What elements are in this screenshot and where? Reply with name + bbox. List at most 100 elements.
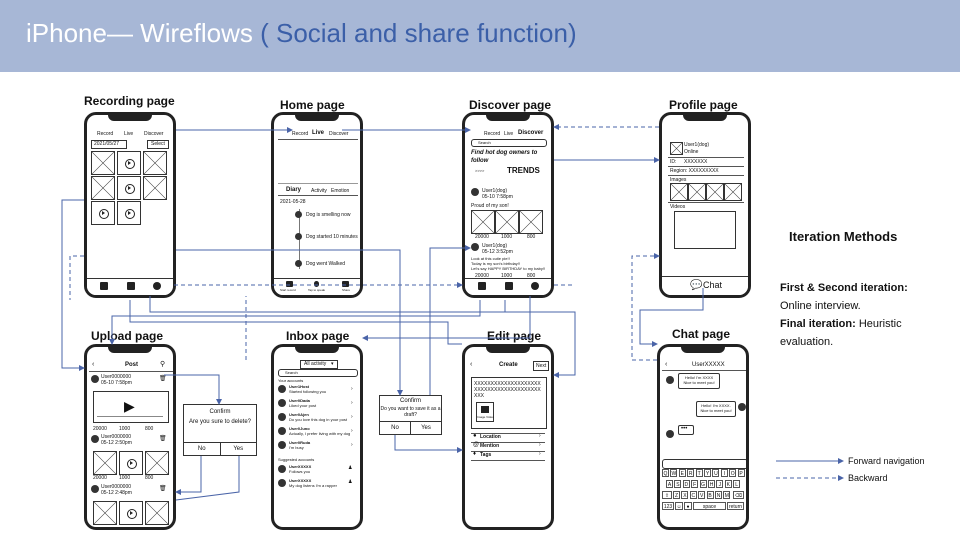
comment-count[interactable]: 1000 — [501, 273, 513, 279]
chevron-right-icon[interactable]: › — [351, 400, 353, 406]
suggested-name[interactable]: UserXXXXX — [289, 478, 312, 483]
upload-icon[interactable] — [478, 282, 486, 290]
profile-image[interactable] — [724, 183, 742, 201]
emoji-key[interactable]: ☺ — [675, 502, 683, 510]
trash-icon[interactable]: 🗑 — [159, 436, 167, 442]
back-icon[interactable]: ‹ — [665, 361, 668, 368]
no-button[interactable]: No — [391, 425, 399, 431]
thumbnail[interactable] — [91, 176, 115, 200]
share-count[interactable]: 800 — [145, 475, 154, 481]
shift-key[interactable]: ⇧ — [662, 491, 672, 499]
key-i[interactable]: I — [720, 469, 728, 477]
date-picker[interactable]: 2021/05/27 — [91, 140, 127, 149]
chevron-right-icon[interactable]: › — [351, 442, 353, 448]
key-l[interactable]: L — [733, 480, 741, 488]
comment-count[interactable]: 1000 — [119, 426, 131, 432]
avatar[interactable] — [278, 385, 286, 393]
notification-name[interactable]: User0Ruda — [289, 440, 311, 445]
key-v[interactable]: V — [698, 491, 706, 499]
chevron-right-icon[interactable]: › — [539, 451, 541, 457]
comment-count[interactable]: 1000 — [119, 475, 131, 481]
post-user[interactable]: User1(dog) — [482, 188, 508, 194]
share-icon[interactable] — [342, 281, 349, 287]
key-s[interactable]: S — [674, 480, 682, 488]
like-count[interactable]: 20000 — [475, 234, 489, 240]
progress-bar[interactable] — [97, 416, 163, 417]
message-icon[interactable] — [531, 282, 539, 290]
notification-name[interactable]: User1Host — [289, 384, 310, 389]
search-icon[interactable]: ⚲ — [160, 361, 166, 368]
post-user[interactable]: User1(dog) — [482, 243, 508, 249]
tab-record[interactable]: Record — [484, 131, 501, 137]
space-key[interactable]: space — [693, 502, 726, 510]
like-count[interactable]: 20000 — [93, 475, 107, 481]
avatar[interactable] — [278, 399, 286, 407]
post-image[interactable] — [145, 451, 169, 475]
post-image[interactable] — [145, 501, 169, 525]
chevron-right-icon[interactable]: › — [539, 433, 541, 439]
avatar[interactable] — [278, 465, 286, 473]
tab-live[interactable]: Live — [312, 130, 325, 136]
post-image[interactable] — [495, 210, 519, 234]
tab-record[interactable]: Record — [292, 131, 309, 137]
tab-record[interactable]: Record — [97, 131, 114, 137]
tab-discover[interactable]: Discover — [518, 130, 544, 136]
profile-image[interactable] — [706, 183, 724, 201]
number-key[interactable]: 123 — [662, 502, 674, 510]
share-count[interactable]: 800 — [527, 273, 536, 279]
video-player[interactable]: ▶ — [93, 391, 169, 423]
follow-icon[interactable]: ♟ — [348, 479, 353, 485]
comment-count[interactable]: 1000 — [501, 234, 513, 240]
key-r[interactable]: R — [687, 469, 695, 477]
post-image[interactable] — [471, 210, 495, 234]
thumbnail[interactable] — [143, 151, 167, 175]
mention-row[interactable]: Mention — [480, 443, 500, 449]
like-count[interactable]: 20000 — [93, 426, 107, 432]
message-icon[interactable] — [153, 282, 161, 290]
key-y[interactable]: Y — [704, 469, 711, 477]
suggested-name[interactable]: UserXXXXX — [289, 464, 312, 469]
key-c[interactable]: C — [689, 491, 697, 499]
video-thumbnail[interactable] — [117, 201, 141, 225]
video-thumbnail[interactable] — [117, 151, 141, 175]
key-f[interactable]: F — [691, 480, 699, 488]
tab-discover[interactable]: Discover — [144, 131, 164, 137]
video-thumbnail[interactable] — [117, 176, 141, 200]
chevron-right-icon[interactable]: › — [539, 442, 541, 448]
key-b[interactable]: B — [706, 491, 714, 499]
key-o[interactable]: O — [729, 469, 737, 477]
search-input[interactable]: Search — [471, 139, 547, 147]
post-composer[interactable]: XXXXXXXXXXXXXXXXXXXXXXXXXXXXXXXXXXXXXXXX… — [471, 377, 547, 429]
share-count[interactable]: 800 — [527, 234, 536, 240]
key-m[interactable]: M — [723, 491, 731, 499]
video-thumbnail[interactable] — [91, 201, 115, 225]
location-row[interactable]: Location — [480, 434, 501, 440]
avatar[interactable] — [471, 243, 479, 251]
yes-button[interactable]: Yes — [410, 422, 441, 434]
post-image[interactable] — [93, 501, 117, 525]
play-icon[interactable]: ▶ — [124, 398, 135, 414]
post-image[interactable] — [519, 210, 543, 234]
upload-icon[interactable] — [100, 282, 108, 290]
search-input[interactable]: Search — [278, 369, 358, 377]
next-button[interactable]: Next — [533, 361, 549, 371]
add-icon[interactable] — [127, 282, 135, 290]
key-u[interactable]: U — [712, 469, 720, 477]
profile-image[interactable] — [670, 183, 688, 201]
back-icon[interactable]: ‹ — [92, 361, 95, 368]
tab-emotion[interactable]: Emotion — [331, 188, 350, 194]
key-x[interactable]: X — [681, 491, 689, 499]
chevron-right-icon[interactable]: › — [351, 428, 353, 434]
yes-button[interactable]: Yes — [219, 443, 257, 455]
notification-name[interactable]: User0Juno — [289, 426, 310, 431]
avatar[interactable] — [278, 413, 286, 421]
key-n[interactable]: N — [715, 491, 722, 499]
profile-image[interactable] — [688, 183, 706, 201]
chevron-right-icon[interactable]: › — [351, 386, 353, 392]
back-icon[interactable]: ‹ — [470, 361, 473, 368]
like-count[interactable]: 20000 — [475, 273, 489, 279]
key-a[interactable]: A — [666, 480, 673, 488]
avatar[interactable] — [278, 427, 286, 435]
tab-live[interactable]: Live — [504, 131, 514, 137]
share-count[interactable]: 800 — [145, 426, 154, 432]
